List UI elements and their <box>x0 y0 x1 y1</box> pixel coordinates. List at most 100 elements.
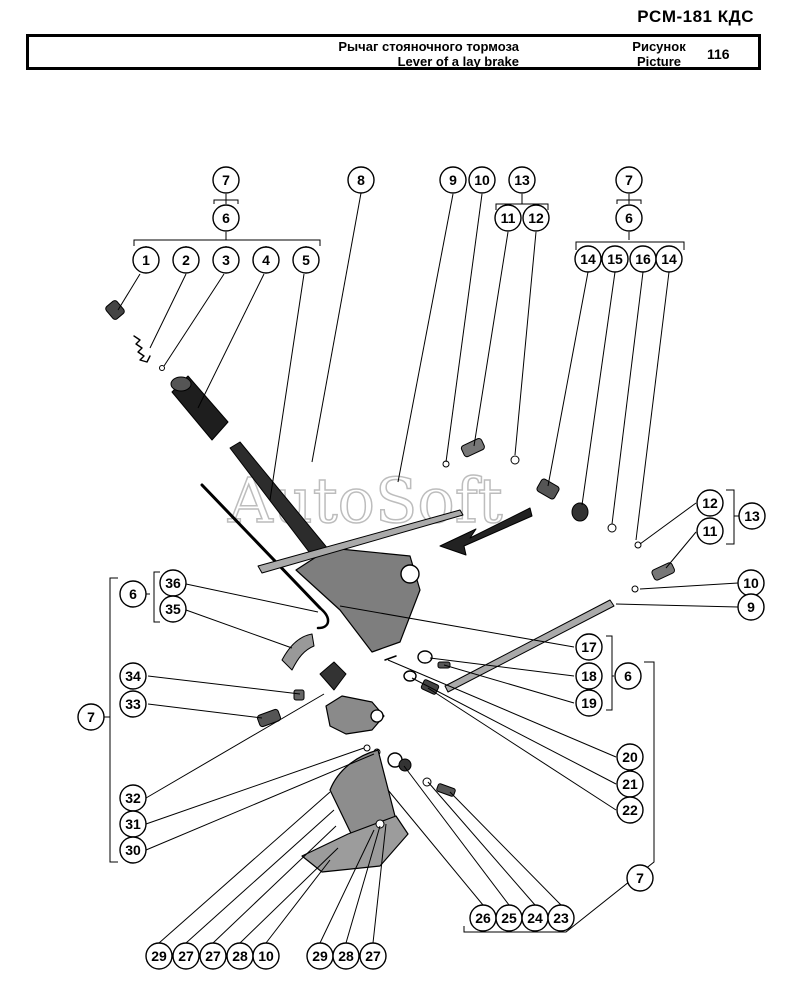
callout-35: 35 <box>159 595 187 623</box>
callout-19: 19 <box>575 689 603 717</box>
callout-10: 10 <box>252 942 280 970</box>
callout-31: 31 <box>119 810 147 838</box>
svg-text:34: 34 <box>125 668 141 684</box>
svg-text:9: 9 <box>449 172 457 188</box>
callout-20: 20 <box>616 743 644 771</box>
svg-text:19: 19 <box>581 695 597 711</box>
callout-3: 3 <box>212 246 240 274</box>
picture-number: 116 <box>707 46 730 62</box>
callout-7: 7 <box>212 166 240 194</box>
svg-text:14: 14 <box>580 251 596 267</box>
svg-text:13: 13 <box>514 172 530 188</box>
callout-7: 7 <box>626 864 654 892</box>
callout-16: 16 <box>629 245 657 273</box>
svg-text:21: 21 <box>622 776 638 792</box>
callout-11: 11 <box>696 517 724 545</box>
callout-18: 18 <box>575 662 603 690</box>
svg-text:31: 31 <box>125 816 141 832</box>
svg-text:27: 27 <box>178 948 194 964</box>
callout-13: 13 <box>508 166 536 194</box>
svg-text:6: 6 <box>625 210 633 226</box>
title-russian: Рычаг стояночного тормоза <box>338 39 519 54</box>
svg-text:9: 9 <box>747 599 755 615</box>
callout-33: 33 <box>119 690 147 718</box>
svg-text:7: 7 <box>87 709 95 725</box>
sector-base <box>301 815 409 873</box>
pivot-shaft-right <box>444 599 615 693</box>
svg-text:18: 18 <box>581 668 597 684</box>
callout-28: 28 <box>332 942 360 970</box>
callout-7: 7 <box>77 703 105 731</box>
pawl-plate <box>325 695 385 735</box>
svg-text:6: 6 <box>129 586 137 602</box>
svg-text:12: 12 <box>528 210 544 226</box>
svg-text:23: 23 <box>553 910 569 926</box>
svg-text:6: 6 <box>624 668 632 684</box>
svg-text:25: 25 <box>501 910 517 926</box>
callout-6: 6 <box>614 662 642 690</box>
svg-text:17: 17 <box>581 639 597 655</box>
svg-text:6: 6 <box>222 210 230 226</box>
svg-text:32: 32 <box>125 790 141 806</box>
title-english: Lever of a lay brake <box>397 54 519 69</box>
callout-36: 36 <box>159 569 187 597</box>
svg-text:35: 35 <box>165 601 181 617</box>
svg-text:20: 20 <box>622 749 638 765</box>
callout-6: 6 <box>212 204 240 232</box>
svg-text:16: 16 <box>635 251 651 267</box>
svg-text:7: 7 <box>636 870 644 886</box>
svg-text:1: 1 <box>142 252 150 268</box>
callout-24: 24 <box>521 904 549 932</box>
callout-14: 14 <box>655 245 683 273</box>
svg-text:7: 7 <box>625 172 633 188</box>
svg-text:29: 29 <box>151 948 167 964</box>
callout-9: 9 <box>439 166 467 194</box>
callout-32: 32 <box>119 784 147 812</box>
svg-text:10: 10 <box>258 948 274 964</box>
inner-rod <box>200 483 322 610</box>
svg-text:11: 11 <box>703 523 718 539</box>
callout-9: 9 <box>737 593 765 621</box>
callout-22: 22 <box>616 796 644 824</box>
document-code: PCM-181 КДС <box>637 7 754 26</box>
svg-text:10: 10 <box>474 172 490 188</box>
svg-text:3: 3 <box>222 252 230 268</box>
svg-text:29: 29 <box>312 948 328 964</box>
callout-4: 4 <box>252 246 280 274</box>
callout-30: 30 <box>119 836 147 864</box>
svg-text:33: 33 <box>125 696 141 712</box>
svg-text:7: 7 <box>222 172 230 188</box>
callout-10: 10 <box>737 569 765 597</box>
callout-15: 15 <box>601 245 629 273</box>
title-block: Рычаг стояночного тормоза Lever of a lay… <box>26 34 761 70</box>
parts-drawing <box>105 300 676 873</box>
svg-text:28: 28 <box>232 948 248 964</box>
watermark-text: AutoSoft <box>227 464 503 537</box>
spring <box>133 335 151 363</box>
svg-text:26: 26 <box>475 910 491 926</box>
callout-28: 28 <box>226 942 254 970</box>
callout-8: 8 <box>347 166 375 194</box>
direction-arrow <box>439 507 533 556</box>
callout-5: 5 <box>292 246 320 274</box>
callout-23: 23 <box>547 904 575 932</box>
picture-label-english: Picture <box>636 54 682 69</box>
callout-26: 26 <box>469 904 497 932</box>
svg-text:8: 8 <box>357 172 365 188</box>
callout-21: 21 <box>616 770 644 798</box>
callout-12: 12 <box>522 204 550 232</box>
svg-text:27: 27 <box>205 948 221 964</box>
callout-11: 11 <box>494 204 522 232</box>
callout-2: 2 <box>172 246 200 274</box>
pawl-segment <box>281 633 315 671</box>
callout-6: 6 <box>119 580 147 608</box>
callout-10: 10 <box>468 166 496 194</box>
svg-text:2: 2 <box>182 252 190 268</box>
svg-text:12: 12 <box>702 495 718 511</box>
callout-1: 1 <box>132 246 160 274</box>
svg-text:14: 14 <box>661 251 677 267</box>
pivot-shaft <box>257 509 464 574</box>
svg-text:36: 36 <box>165 575 181 591</box>
callout-29: 29 <box>145 942 173 970</box>
